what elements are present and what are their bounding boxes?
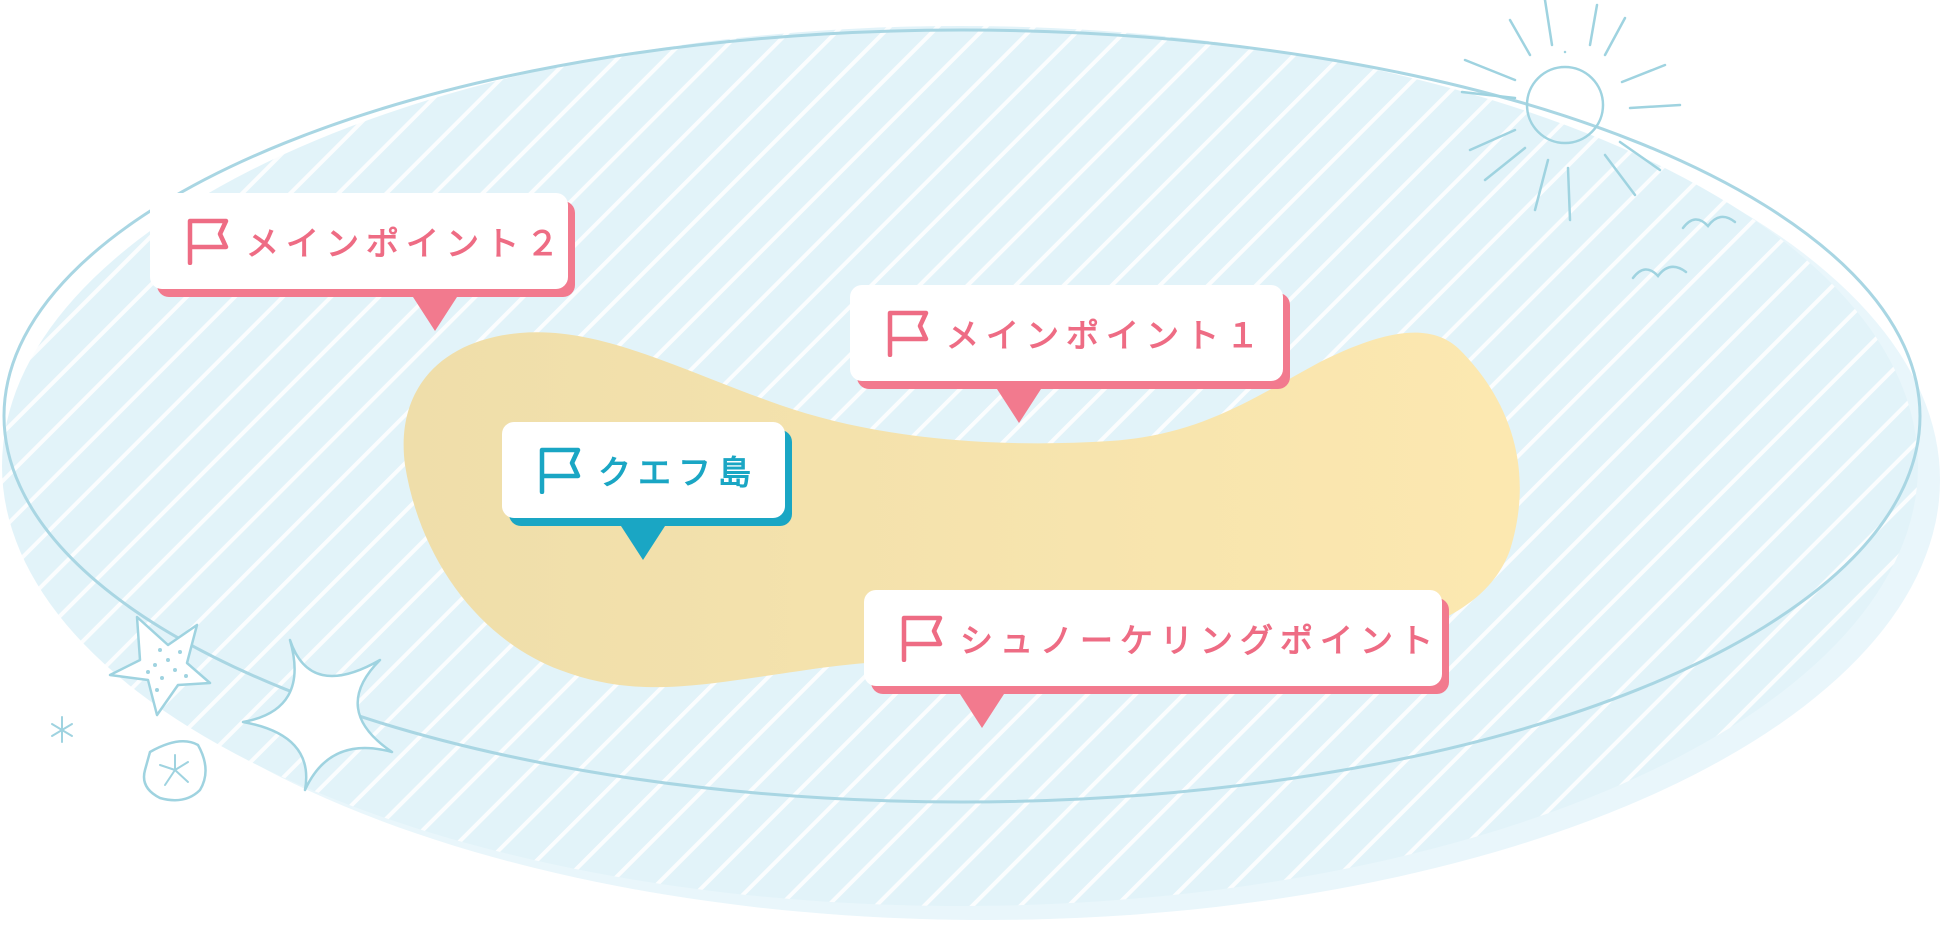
pin-label: メインポイント１ <box>946 316 1266 355</box>
pin-pointer <box>621 526 665 560</box>
pin-pointer <box>997 389 1041 423</box>
pin-island[interactable]: クエフ島 <box>502 422 785 560</box>
flag-icon <box>901 615 943 662</box>
pin-label: クエフ島 <box>598 453 758 492</box>
flag-icon <box>539 447 581 494</box>
pin-pointer <box>413 297 457 331</box>
seagull-icon <box>1681 215 1737 230</box>
pin-pointer <box>960 694 1004 728</box>
pin-label: シュノーケリングポイント <box>960 621 1440 660</box>
small-sparkle-icon <box>51 716 73 743</box>
pin-label: メインポイント２ <box>246 224 566 263</box>
flag-icon <box>187 218 229 265</box>
sun-icon <box>1460 0 1682 222</box>
flag-icon <box>887 310 929 357</box>
seagull-icon <box>1631 265 1688 280</box>
sand-dollar-icon <box>142 740 207 802</box>
pin-main-point-2[interactable]: メインポイント２ <box>150 193 568 331</box>
starfish-icon <box>108 615 212 717</box>
sparkle-icon <box>241 638 394 792</box>
pin-main-point-1[interactable]: メインポイント１ <box>850 285 1283 423</box>
pin-snorkeling-point[interactable]: シュノーケリングポイント <box>864 590 1442 728</box>
